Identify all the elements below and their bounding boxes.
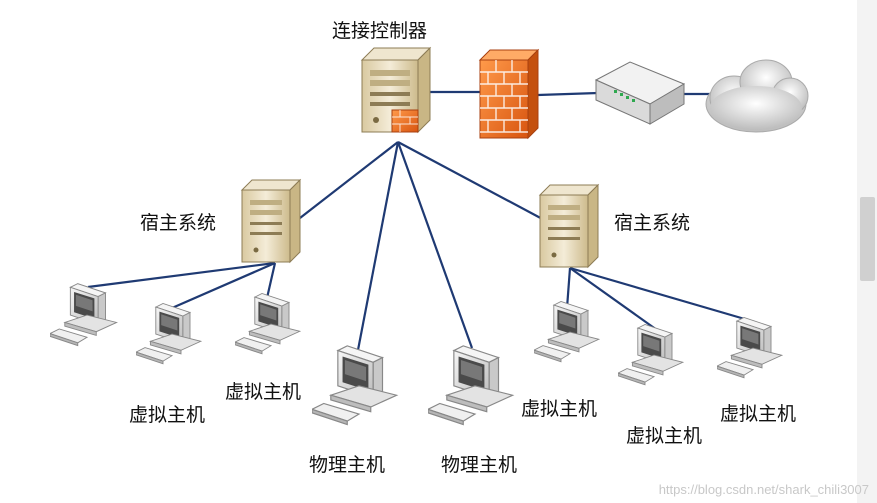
firewall-icon (478, 48, 540, 140)
host-server-left-icon (240, 178, 302, 264)
watermark: https://blog.csdn.net/shark_chili3007 (658, 482, 869, 497)
vm-computer-icon (136, 303, 202, 365)
link-controller-physical-2 (396, 141, 474, 349)
link-controller-host-left (299, 141, 399, 219)
link-host-right-vm-c (569, 266, 756, 324)
controller-server-icon (360, 46, 432, 134)
vm-computer-icon (235, 293, 301, 355)
vm-label: 虚拟主机 (129, 404, 206, 426)
host-left-label: 宿主系统 (140, 212, 217, 234)
link-firewall-router (537, 91, 599, 97)
cloud-icon (705, 59, 809, 133)
vm-label: 虚拟主机 (720, 403, 797, 425)
scrollbar-thumb[interactable] (860, 197, 875, 281)
network-diagram (50, 46, 809, 426)
vm-label: 虚拟主机 (626, 425, 703, 447)
vm-computer-icon (50, 283, 118, 347)
vm-label: 虚拟主机 (225, 381, 302, 403)
host-server-right-icon (538, 183, 600, 269)
link-host-right-vm-b (569, 267, 658, 331)
link-host-left-vm-c (265, 262, 277, 299)
physical-computer-icon (428, 345, 514, 426)
physical-host-label: 物理主机 (309, 454, 386, 476)
link-controller-host-right (397, 141, 549, 223)
vm-computer-icon (534, 301, 600, 363)
vm-computer-icon (618, 324, 684, 386)
controller-label: 连接控制器 (332, 20, 428, 42)
host-right-label: 宿主系统 (614, 212, 691, 234)
link-host-left-vm-a (87, 261, 276, 289)
link-host-left-vm-b (171, 261, 276, 310)
router-icon (594, 61, 686, 125)
link-controller-physical-1 (356, 141, 400, 351)
physical-computer-icon (312, 345, 398, 426)
physical-host-label: 物理主机 (441, 454, 518, 476)
connection-lines (87, 90, 756, 351)
vm-computer-icon (717, 317, 783, 379)
link-host-right-vm-a (565, 267, 572, 309)
vm-label: 虚拟主机 (521, 398, 598, 420)
